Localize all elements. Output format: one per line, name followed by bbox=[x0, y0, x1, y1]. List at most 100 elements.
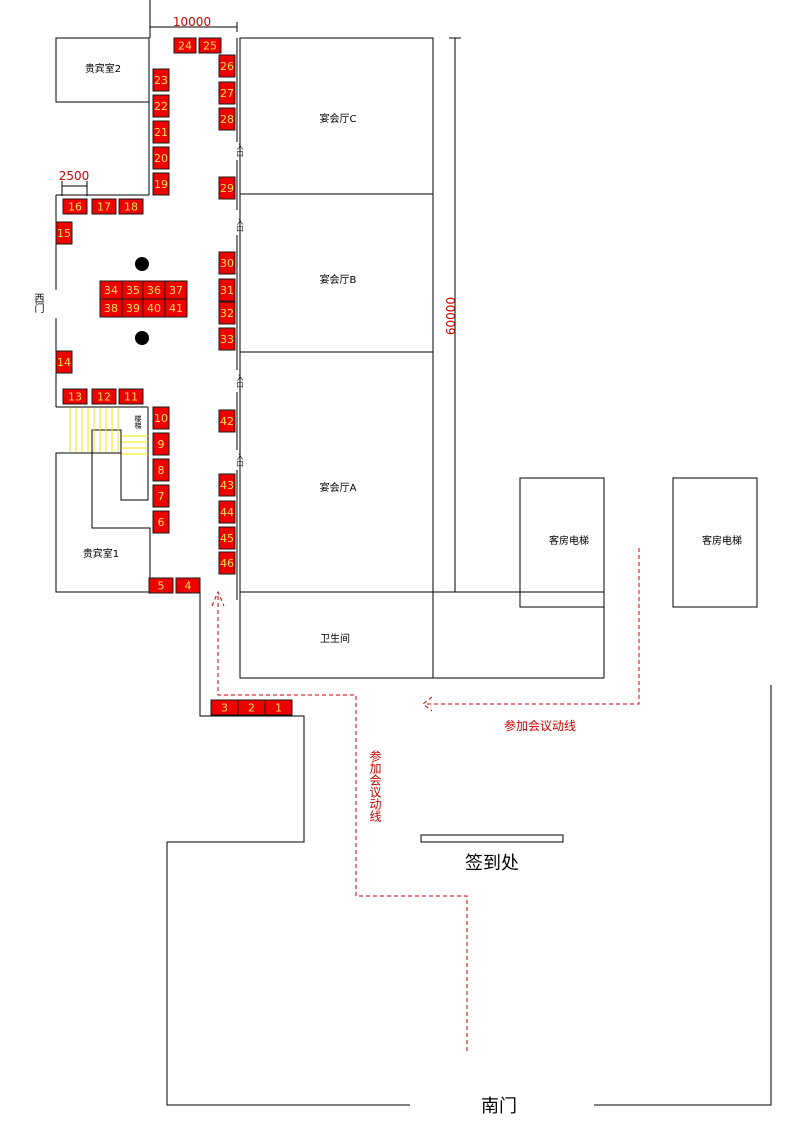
dimension-side: 2500 bbox=[59, 169, 90, 183]
entrance-label: 入口 bbox=[236, 374, 244, 388]
booth-box bbox=[118, 388, 144, 405]
booth-16[interactable]: 16 bbox=[62, 198, 88, 215]
booth-box bbox=[152, 484, 170, 508]
booth-box bbox=[218, 409, 236, 433]
booth-box bbox=[55, 350, 73, 374]
booth-14[interactable]: 14 bbox=[55, 350, 73, 374]
booth-number: 24 bbox=[178, 40, 192, 53]
booth-number: 31 bbox=[220, 284, 234, 297]
booth-33[interactable]: 33 bbox=[218, 327, 236, 351]
booth-number: 5 bbox=[158, 580, 165, 593]
booth-number: 22 bbox=[154, 100, 168, 113]
booth-12[interactable]: 12 bbox=[91, 388, 117, 405]
route-label-vertical: 参加会议动线 bbox=[368, 750, 382, 822]
booth-box bbox=[198, 37, 222, 54]
booth-number: 29 bbox=[220, 182, 234, 195]
booth-15[interactable]: 15 bbox=[55, 221, 73, 245]
booth-38[interactable]: 38 bbox=[99, 298, 123, 318]
booth-box bbox=[218, 54, 236, 78]
room-label-elevator-1: 客房电梯 bbox=[549, 534, 589, 547]
booth-26[interactable]: 26 bbox=[218, 54, 236, 78]
booth-9[interactable]: 9 bbox=[152, 432, 170, 456]
booth-4[interactable]: 4 bbox=[175, 577, 201, 594]
booth-box bbox=[218, 251, 236, 275]
route-lines bbox=[211, 548, 640, 1052]
checkin-label: 签到处 bbox=[465, 853, 519, 874]
booth-1[interactable]: 1 bbox=[264, 699, 293, 716]
booth-36[interactable]: 36 bbox=[142, 280, 166, 300]
booth-6[interactable]: 6 bbox=[152, 510, 170, 534]
booth-31[interactable]: 31 bbox=[218, 278, 236, 302]
booth-43[interactable]: 43 bbox=[218, 473, 236, 497]
room-label-hall-b: 宴会厅B bbox=[320, 273, 357, 286]
booth-13[interactable]: 13 bbox=[62, 388, 88, 405]
booth-28[interactable]: 28 bbox=[218, 107, 236, 131]
entrance-label: 入口 bbox=[236, 218, 244, 232]
booth-5[interactable]: 5 bbox=[148, 577, 174, 594]
booth-number: 39 bbox=[126, 302, 140, 315]
booth-number: 8 bbox=[158, 464, 165, 477]
booth-29[interactable]: 29 bbox=[218, 176, 236, 200]
booth-box bbox=[152, 94, 170, 118]
booth-number: 14 bbox=[57, 356, 71, 369]
booth-40[interactable]: 40 bbox=[142, 298, 166, 318]
booth-10[interactable]: 10 bbox=[152, 406, 170, 430]
room-label-restroom: 卫生间 bbox=[320, 632, 350, 645]
booth-box bbox=[62, 388, 88, 405]
booth-box bbox=[148, 577, 174, 594]
booth-41[interactable]: 41 bbox=[164, 298, 188, 318]
booth-20[interactable]: 20 bbox=[152, 146, 170, 170]
booth-3[interactable]: 3 bbox=[210, 699, 239, 716]
booth-number: 3 bbox=[221, 702, 228, 715]
booth-25[interactable]: 25 bbox=[198, 37, 222, 54]
booth-box bbox=[152, 120, 170, 144]
booth-30[interactable]: 30 bbox=[218, 251, 236, 275]
booth-22[interactable]: 22 bbox=[152, 94, 170, 118]
booth-23[interactable]: 23 bbox=[152, 68, 170, 92]
booth-box bbox=[175, 577, 201, 594]
booth-37[interactable]: 37 bbox=[164, 280, 188, 300]
booth-box bbox=[218, 473, 236, 497]
booth-35[interactable]: 35 bbox=[121, 280, 145, 300]
booth-32[interactable]: 32 bbox=[218, 301, 236, 325]
booth-box bbox=[152, 510, 170, 534]
booth-box bbox=[152, 432, 170, 456]
booth-27[interactable]: 27 bbox=[218, 81, 236, 105]
booth-34[interactable]: 34 bbox=[99, 280, 123, 300]
booth-7[interactable]: 7 bbox=[152, 484, 170, 508]
dimension-lines bbox=[61, 22, 461, 593]
booth-45[interactable]: 45 bbox=[218, 526, 236, 550]
room-label-vip1: 贵宾室1 bbox=[83, 547, 119, 560]
booth-17[interactable]: 17 bbox=[91, 198, 117, 215]
booth-number: 21 bbox=[154, 126, 168, 139]
booth-box bbox=[218, 176, 236, 200]
booth-box bbox=[62, 198, 88, 215]
booth-number: 6 bbox=[158, 516, 165, 529]
south-door-label: 南门 bbox=[481, 1096, 517, 1117]
booth-24[interactable]: 24 bbox=[173, 37, 197, 54]
booth-number: 42 bbox=[220, 415, 234, 428]
booth-number: 10 bbox=[154, 412, 168, 425]
booth-19[interactable]: 19 bbox=[152, 172, 170, 196]
booth-number: 41 bbox=[169, 302, 183, 315]
booth-number: 2 bbox=[248, 702, 255, 715]
booth-number: 26 bbox=[220, 60, 234, 73]
booth-box bbox=[218, 500, 236, 524]
booth-box bbox=[218, 278, 236, 302]
booth-box bbox=[218, 526, 236, 550]
booth-number: 35 bbox=[126, 284, 140, 297]
booth-18[interactable]: 18 bbox=[118, 198, 144, 215]
room-label-hall-c: 宴会厅C bbox=[320, 112, 357, 125]
booth-11[interactable]: 11 bbox=[118, 388, 144, 405]
booth-42[interactable]: 42 bbox=[218, 409, 236, 433]
booth-number: 19 bbox=[154, 178, 168, 191]
booth-number: 20 bbox=[154, 152, 168, 165]
booth-box bbox=[152, 458, 170, 482]
booth-2[interactable]: 2 bbox=[237, 699, 266, 716]
booth-46[interactable]: 46 bbox=[218, 551, 236, 575]
booth-8[interactable]: 8 bbox=[152, 458, 170, 482]
booth-39[interactable]: 39 bbox=[121, 298, 145, 318]
booth-21[interactable]: 21 bbox=[152, 120, 170, 144]
booth-44[interactable]: 44 bbox=[218, 500, 236, 524]
